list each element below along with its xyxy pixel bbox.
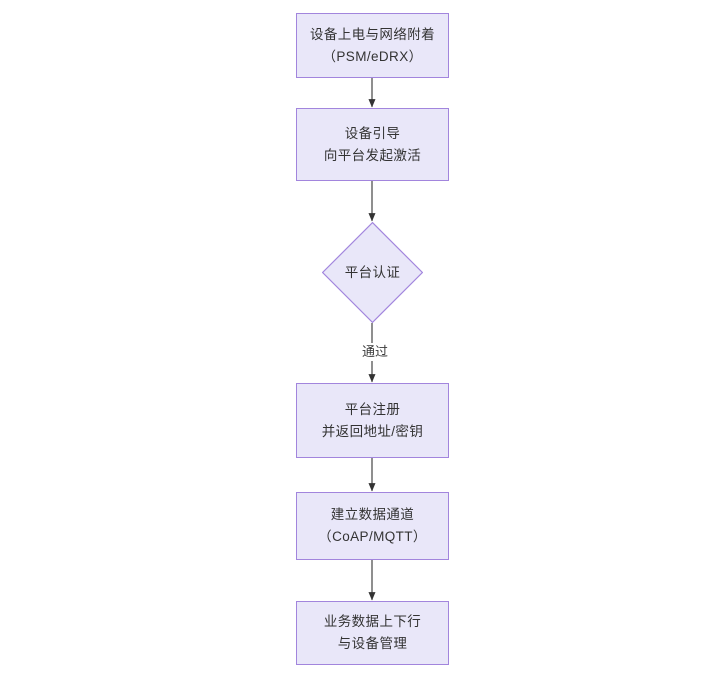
node-label-line: 并返回地址/密钥: [321, 423, 424, 439]
node-establish-data-channel[interactable]: 建立数据通道 （CoAP/MQTT）: [296, 492, 449, 560]
node-label-line: （CoAP/MQTT）: [318, 529, 427, 544]
node-label-line: 业务数据上下行: [323, 614, 422, 629]
node-label-line: 平台认证: [344, 264, 401, 280]
node-label-line: 与设备管理: [337, 636, 408, 651]
node-label-line: 设备上电与网络附着: [309, 26, 436, 42]
node-label-line: 设备引导: [344, 125, 401, 141]
edge-label-pass: 通过: [352, 343, 398, 361]
node-platform-authentication[interactable]: 平台认证: [322, 222, 423, 323]
node-business-data-and-device-management[interactable]: 业务数据上下行 与设备管理: [296, 601, 449, 665]
node-label-line: 平台注册: [344, 401, 401, 417]
node-device-power-on[interactable]: 设备上电与网络附着 （PSM/eDRX）: [296, 13, 449, 78]
diamond-shape-icon: [322, 222, 423, 323]
node-label-line: 向平台发起激活: [323, 147, 422, 163]
node-platform-registration[interactable]: 平台注册 并返回地址/密钥: [296, 383, 449, 458]
node-device-bootstrap[interactable]: 设备引导 向平台发起激活: [296, 108, 449, 181]
node-label-line: （PSM/eDRX）: [322, 48, 423, 64]
node-label-line: 建立数据通道: [330, 507, 415, 522]
